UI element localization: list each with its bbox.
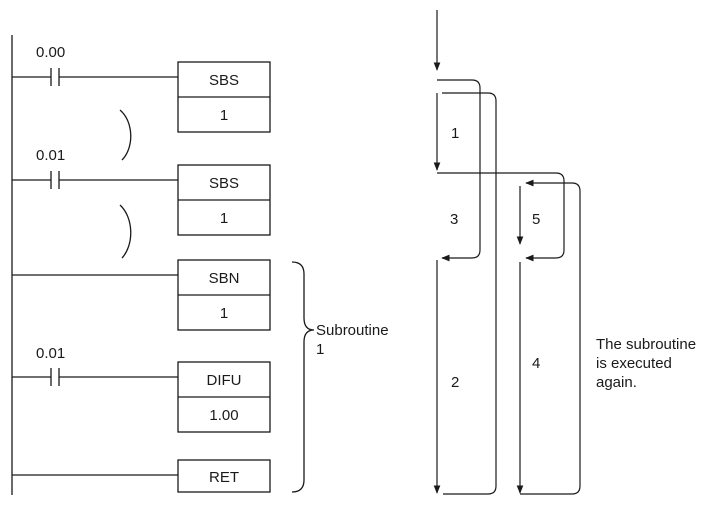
note-line-2: is executed [596, 355, 672, 372]
rung-4: 0.01 DIFU 1.00 [12, 345, 271, 433]
subroutine-label-line2: 1 [316, 341, 324, 358]
subroutine-label-line1: Subroutine [316, 322, 389, 339]
rung-5: RET [12, 459, 271, 493]
instruction-name-3: SBN [209, 270, 240, 287]
step-label-2: 2 [451, 374, 459, 391]
instruction-name-4: DIFU [207, 372, 242, 389]
instruction-name-2: SBS [209, 175, 239, 192]
instruction-name-5: RET [209, 469, 239, 486]
step-label-3: 3 [450, 211, 458, 228]
instruction-operand-3: 1 [220, 305, 228, 322]
step-label-1: 1 [451, 125, 459, 142]
omission-mark-1 [119, 109, 132, 161]
rung-3: SBN 1 [12, 259, 271, 331]
contact-address-1: 0.00 [36, 44, 65, 61]
instruction-operand-1: 1 [220, 107, 228, 124]
note-line-1: The subroutine [596, 336, 696, 353]
instruction-operand-4: 1.00 [209, 407, 238, 424]
instruction-box-5 [177, 459, 271, 493]
execution-flow [433, 10, 581, 495]
step-label-5: 5 [532, 211, 540, 228]
rung-1: 0.00 SBS 1 [12, 44, 271, 133]
flow-return-2-arrow [520, 179, 581, 495]
flow-call-1-arrow [437, 79, 481, 262]
instruction-name-1: SBS [209, 72, 239, 89]
subroutine-brace [291, 261, 315, 493]
flow-return-1-arrow [442, 92, 497, 495]
rung-2: 0.01 SBS 1 [12, 147, 271, 236]
step-label-4: 4 [532, 355, 540, 372]
instruction-operand-2: 1 [220, 210, 228, 227]
contact-address-4: 0.01 [36, 345, 65, 362]
note-line-3: again. [596, 374, 637, 391]
omission-mark-2 [119, 204, 132, 259]
contact-address-2: 0.01 [36, 147, 65, 164]
flow-call-2-arrow [437, 172, 565, 262]
